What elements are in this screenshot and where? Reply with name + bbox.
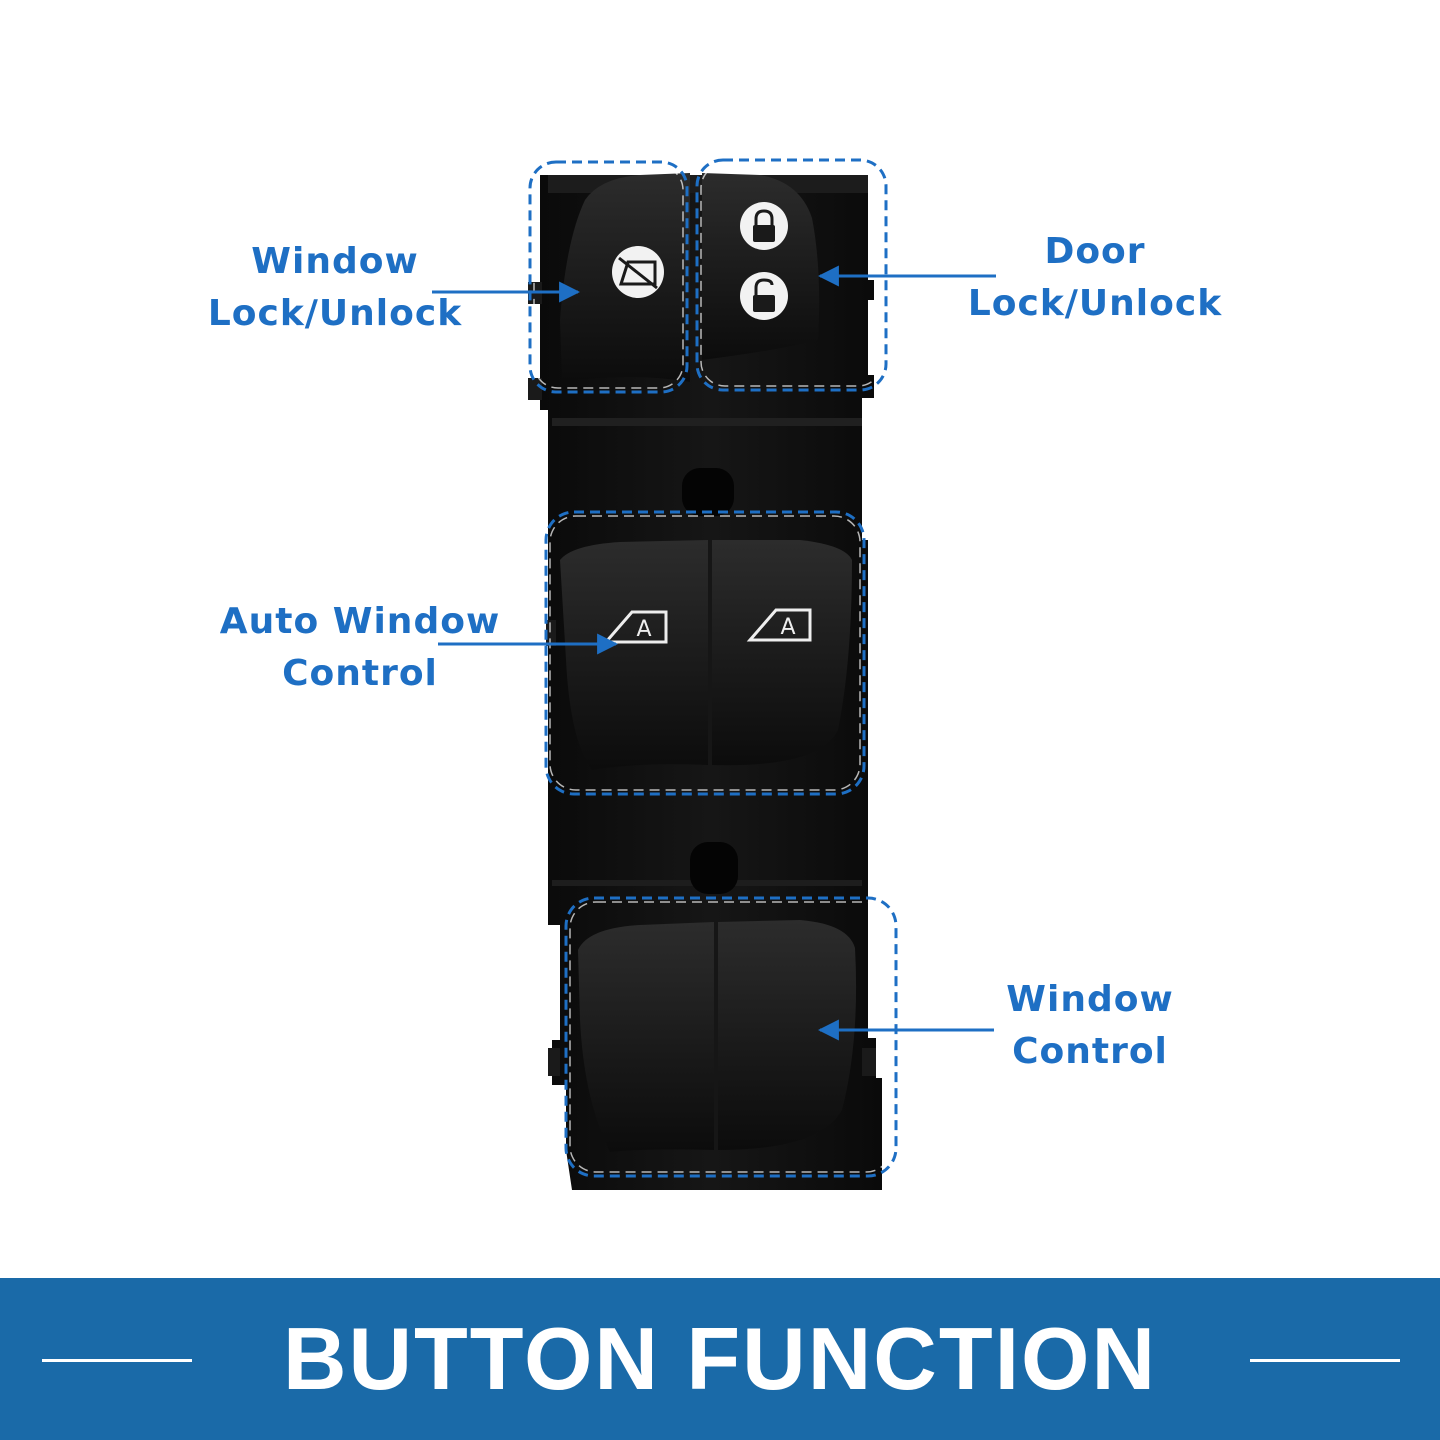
- auto-window-left-icon: A: [602, 610, 668, 644]
- auto-badge-letter-right: A: [780, 615, 795, 640]
- banner-rule-left: [42, 1359, 192, 1362]
- banner-title: BUTTON FUNCTION: [282, 1309, 1158, 1408]
- auto-window-buttons: A A: [560, 540, 852, 770]
- callout-arrows: [432, 265, 996, 1041]
- window-control-outline: [564, 896, 898, 1178]
- door-lock-outline: [695, 158, 888, 392]
- door-lock-button: [702, 173, 820, 360]
- auto-window-outline: [544, 510, 866, 796]
- auto-window-right-icon: A: [746, 608, 812, 642]
- window-control-buttons: [578, 920, 857, 1152]
- lock-icon: [753, 209, 775, 242]
- window-lock-label: Window Lock/Unlock: [207, 241, 463, 334]
- unlock-icon: [753, 278, 775, 312]
- window-lock-outline: [528, 160, 689, 394]
- door-lock-label: Door Lock/Unlock: [967, 231, 1223, 324]
- window-lock-button: [560, 173, 690, 382]
- title-banner: [0, 1278, 1440, 1440]
- auto-badge-letter-left: A: [636, 617, 651, 642]
- highlight-outlines: [528, 158, 898, 1178]
- window-control-label: Window Control: [1006, 979, 1174, 1072]
- auto-window-label: Auto Window Control: [219, 601, 501, 694]
- window-lock-icon: [618, 256, 658, 290]
- banner-rule-right: [1250, 1359, 1400, 1362]
